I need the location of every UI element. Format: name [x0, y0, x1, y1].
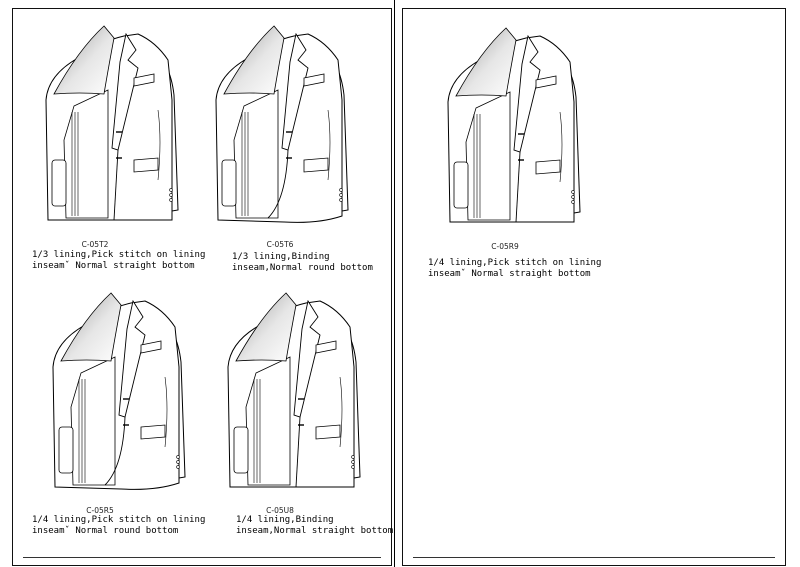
- style-code: C-05R9: [491, 242, 519, 251]
- description-line: 1/3 lining,Pick stitch on lining: [32, 250, 206, 260]
- jacket-sketch-icon: [227, 292, 361, 488]
- jacket-sketch-icon: [215, 25, 349, 224]
- style-code: C-05T2: [81, 240, 109, 249]
- description-line: 1/4 lining,Binding: [236, 515, 334, 525]
- description-line: inseam,Normal straight bottom: [236, 526, 394, 536]
- jacket-sketch-icon: [447, 27, 581, 223]
- description-line: inseamˇ Normal straight bottom: [32, 261, 195, 271]
- description-line: inseamˇ Normal round bottom: [32, 526, 179, 536]
- description-line: 1/3 lining,Binding: [232, 252, 330, 262]
- bottom-rule: [413, 557, 775, 558]
- description-line: 1/4 lining,Pick stitch on lining: [428, 258, 602, 268]
- style-code: C-05U8: [266, 506, 294, 515]
- style-description: 1/4 lining,Binding inseam,Normal straigh…: [236, 515, 393, 537]
- jacket-sketch-icon: [52, 292, 186, 491]
- style-code: C-05T6: [266, 240, 294, 249]
- style-description: 1/3 lining,Pick stitch on lining inseamˇ…: [32, 250, 205, 272]
- style-description: 1/4 lining,Pick stitch on lining inseamˇ…: [428, 258, 601, 280]
- style-description: 1/3 lining,Binding inseam,Normal round b…: [232, 252, 373, 274]
- description-line: 1/4 lining,Pick stitch on lining: [32, 515, 206, 525]
- jacket-sketch-icon: [45, 25, 179, 221]
- bottom-rule: [23, 557, 381, 558]
- style-code: C-05R5: [86, 506, 114, 515]
- page-divider: [394, 0, 395, 567]
- style-description: 1/4 lining,Pick stitch on lining inseamˇ…: [32, 515, 205, 537]
- description-line: inseam,Normal round bottom: [232, 263, 373, 273]
- description-line: inseamˇ Normal straight bottom: [428, 269, 591, 279]
